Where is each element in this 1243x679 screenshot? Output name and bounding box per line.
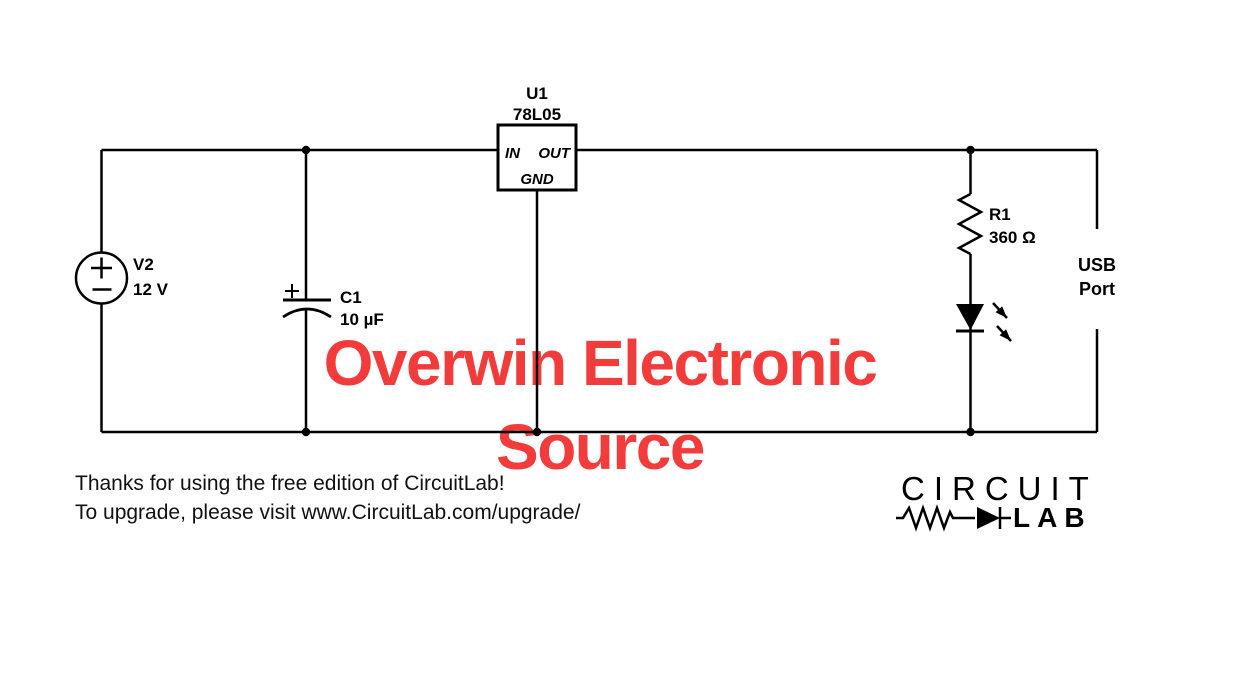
junction-dot: [301, 427, 311, 437]
v2-ref: V2: [133, 255, 154, 274]
resistor-icon: [956, 192, 984, 256]
junction-dot: [966, 145, 975, 155]
regulator-body: [496, 123, 578, 192]
resistor-r1: R1 360 Ω: [956, 192, 1036, 256]
junction-dots: [301, 145, 975, 437]
usb-label-line2: Port: [1079, 279, 1115, 299]
junction-dot: [301, 145, 311, 155]
junction-dot: [966, 427, 975, 437]
junction-dot: [532, 427, 542, 437]
footer-line2: To upgrade, please visit www.CircuitLab.…: [75, 500, 581, 524]
capacitor-plate-bottom: [282, 307, 332, 319]
u1-pin-gnd: GND: [520, 171, 554, 188]
usb-port-label: USB Port: [1078, 255, 1116, 299]
plus-icon: [285, 284, 299, 298]
circuitlab-logo: CIRCUIT LAB: [896, 470, 1098, 533]
u1-ref: U1: [526, 84, 548, 103]
wires: [100, 148, 1099, 434]
logo-diode-icon: [977, 507, 1000, 529]
c1-value: 10 µF: [340, 310, 384, 329]
regulator-u1: U1 78L05 IN OUT GND: [496, 84, 578, 192]
led-icon: [956, 302, 1012, 342]
plus-icon: [91, 257, 112, 279]
u1-part: 78L05: [513, 105, 561, 124]
footer-line1: Thanks for using the free edition of Cir…: [75, 472, 505, 495]
logo-diode-bar: [998, 507, 1011, 529]
r1-ref: R1: [989, 205, 1011, 224]
led-light-arrow: [992, 302, 1008, 319]
u1-pin-in: IN: [505, 145, 521, 162]
led-triangle: [956, 304, 984, 330]
watermark-line1: Overwin Electronic: [323, 327, 878, 399]
usb-label-line1: USB: [1078, 255, 1116, 275]
watermark: Overwin Electronic Source: [245, 321, 955, 489]
logo-word-circuit: CIRCUIT: [901, 470, 1098, 507]
logo-resistor-icon: [896, 504, 975, 532]
v2-value: 12 V: [133, 280, 169, 299]
watermark-line2: Source: [496, 411, 705, 483]
u1-pin-out: OUT: [538, 145, 572, 162]
c1-ref: C1: [340, 288, 362, 307]
r1-value: 360 Ω: [989, 228, 1036, 247]
led-light-arrow: [996, 325, 1012, 342]
footer-notice: Thanks for using the free edition of Cir…: [75, 470, 580, 527]
voltage-source-v2: V2 12 V: [74, 251, 169, 305]
logo-word-lab: LAB: [1013, 502, 1092, 533]
capacitor-c1: C1 10 µF: [282, 284, 384, 329]
